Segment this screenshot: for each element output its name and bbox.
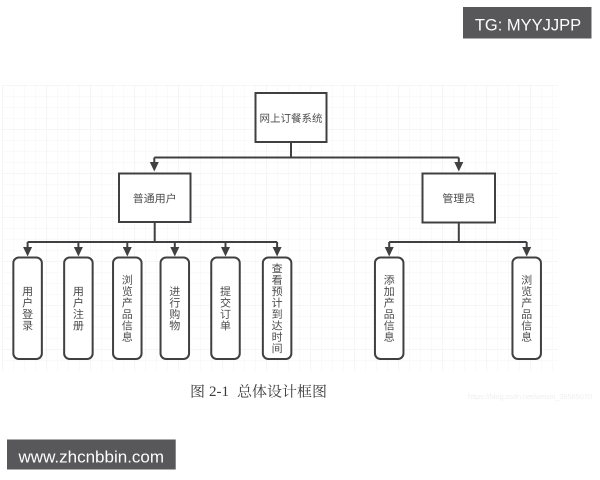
- svg-text:https://blog.csdn.net/weixin_3: https://blog.csdn.net/weixin_39585070: [468, 392, 592, 401]
- svg-text:www.zhcnbbin.com: www.zhcnbbin.com: [18, 448, 165, 467]
- svg-text:TG: MYYJJPP: TG: MYYJJPP: [475, 17, 581, 35]
- svg-text:2-1: 2-1: [209, 384, 229, 400]
